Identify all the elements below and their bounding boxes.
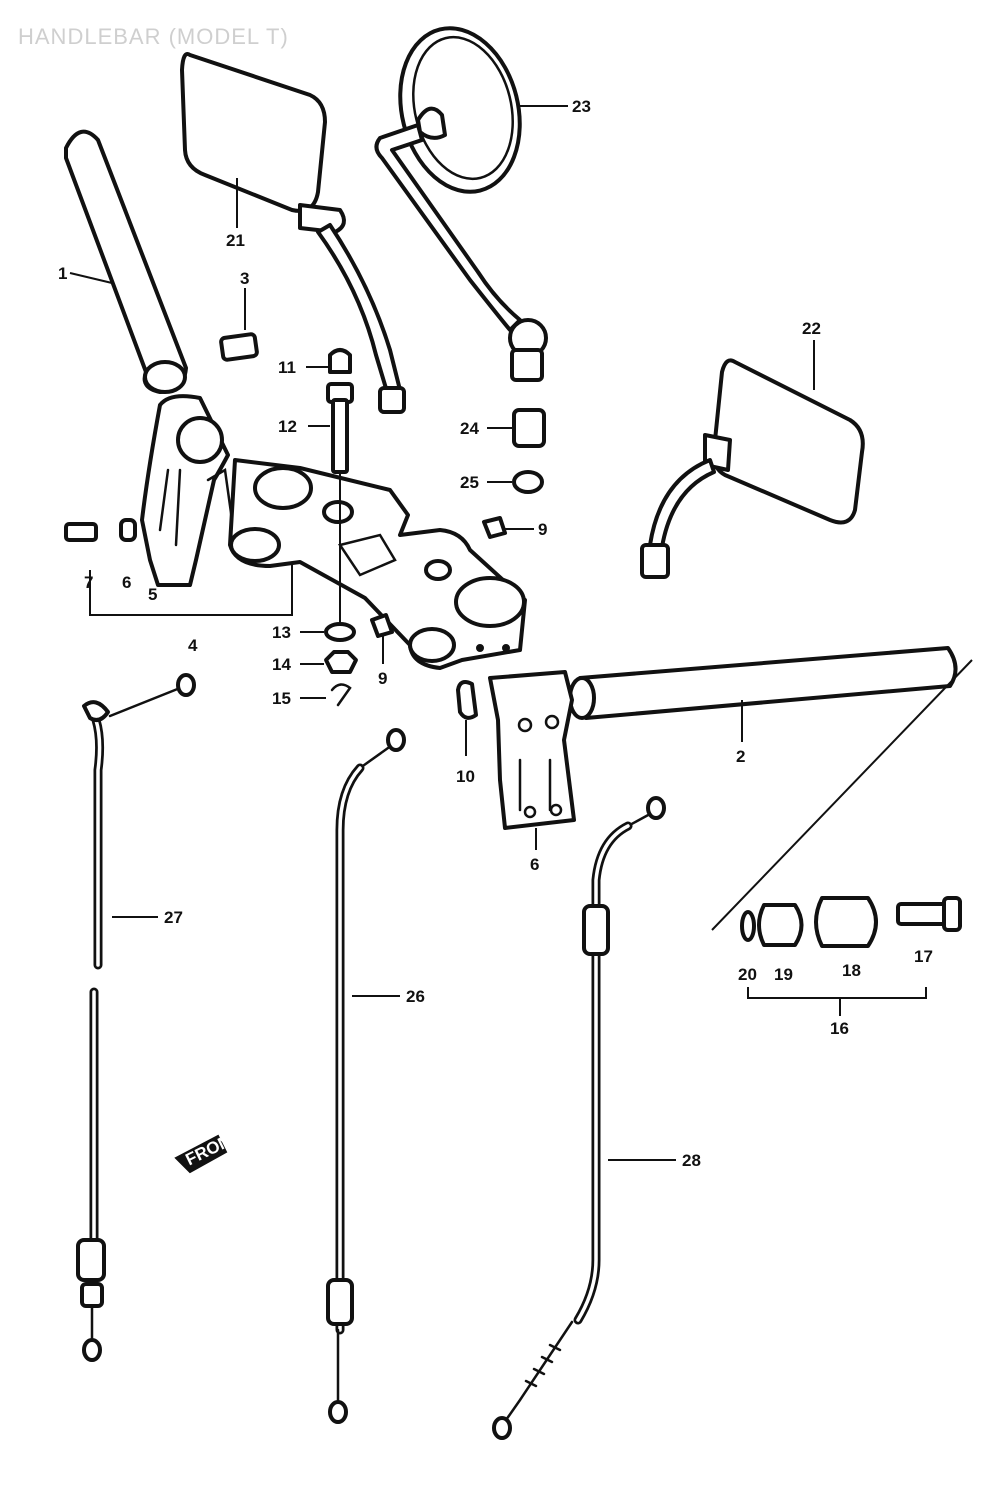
callout-9-lower: 9 — [378, 669, 387, 688]
callout-25: 25 — [460, 473, 479, 492]
left-handlebar-tube — [64, 129, 188, 394]
callout-4: 4 — [188, 636, 198, 655]
bolt-17 — [896, 896, 962, 932]
callout-6-right: 6 — [530, 855, 539, 874]
right-rectangular-mirror — [640, 340, 865, 579]
nut-14 — [300, 650, 358, 674]
callout-18: 18 — [842, 961, 861, 980]
callout-7: 7 — [84, 573, 93, 592]
front-direction-arrow: FRONT — [174, 1126, 245, 1174]
right-handlebar-holder — [488, 670, 576, 850]
washer-13 — [300, 622, 356, 642]
bolt-3 — [219, 288, 259, 362]
left-rectangular-mirror — [180, 52, 406, 414]
round-mirror — [374, 26, 568, 382]
cable-26 — [326, 728, 406, 1424]
callout-3: 3 — [240, 269, 249, 288]
bolt-7 — [64, 522, 98, 542]
callout-22: 22 — [802, 319, 821, 338]
weight-19 — [757, 903, 804, 947]
callout-13: 13 — [272, 623, 291, 642]
bolt-12 — [308, 382, 354, 474]
left-handlebar-holder — [140, 394, 234, 587]
cotter-pin-15 — [300, 683, 352, 707]
callout-15: 15 — [272, 689, 291, 708]
callout-21: 21 — [226, 231, 245, 250]
cap-11 — [306, 348, 352, 374]
adapter-24 — [487, 408, 546, 448]
callout-12: 12 — [278, 417, 297, 436]
weight-18 — [814, 896, 878, 948]
callout-9-upper: 9 — [538, 520, 547, 539]
callout-1: 1 — [58, 264, 67, 283]
callout-28: 28 — [682, 1151, 701, 1170]
callout-23: 23 — [572, 97, 591, 116]
washer-20 — [740, 910, 756, 942]
callout-14: 14 — [272, 655, 291, 674]
callout-11: 11 — [278, 358, 296, 377]
callout-27: 27 — [164, 908, 183, 927]
callout-16: 16 — [830, 1019, 849, 1038]
cable-27 — [76, 673, 196, 1362]
callout-5-left: 5 — [148, 585, 157, 604]
front-mark-label: FRONT — [183, 1126, 245, 1169]
nut-25 — [487, 470, 544, 494]
block-9-lower — [370, 613, 394, 664]
callout-26: 26 — [406, 987, 425, 1006]
washer-6-left — [119, 518, 137, 542]
right-handlebar-tube — [568, 646, 958, 742]
callout-2: 2 — [736, 747, 745, 766]
bracket-4-assembly-line — [89, 562, 293, 616]
callout-19: 19 — [774, 965, 793, 984]
callout-24: 24 — [460, 419, 479, 438]
balancer-assembly-lines — [711, 659, 973, 1016]
clip-10 — [456, 680, 478, 756]
callout-20: 20 — [738, 965, 757, 984]
callout-6-left: 6 — [122, 573, 131, 592]
handlebar-bracket-plate — [228, 458, 527, 670]
cable-28 — [492, 796, 676, 1440]
callout-10: 10 — [456, 767, 475, 786]
diagram-title: HANDLEBAR (MODEL T) — [18, 24, 289, 49]
block-9-upper — [482, 516, 534, 539]
callout-17: 17 — [914, 947, 933, 966]
